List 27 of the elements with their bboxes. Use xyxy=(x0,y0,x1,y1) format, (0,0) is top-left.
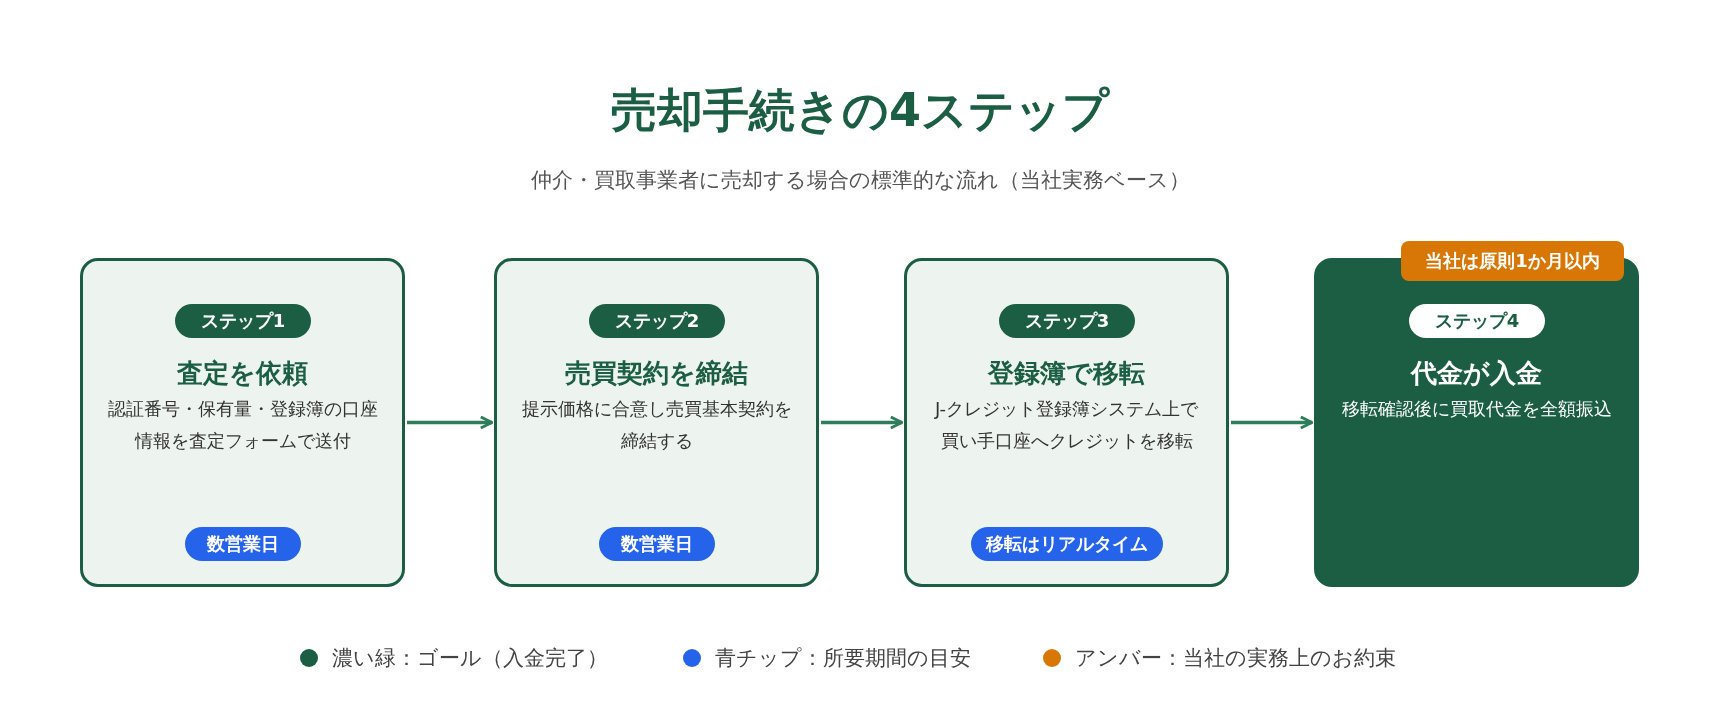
arrow xyxy=(821,415,904,430)
arrow xyxy=(407,415,494,430)
step-description: 移転確認後に買取代金を全額振込 xyxy=(1340,397,1613,421)
step-description: 認証番号・保有量・登録簿の口座情報を査定フォームで送付 xyxy=(106,397,379,453)
step-label: ステップ1 xyxy=(175,304,311,338)
step-label: ステップ4 xyxy=(1409,304,1545,338)
diagram-title: 売却手続きの4ステップ xyxy=(610,82,1111,139)
step-card xyxy=(904,258,1229,587)
step-heading: 登録簿で移転 xyxy=(986,357,1146,390)
legend-text: 青チップ：所要期間の目安 xyxy=(715,645,971,672)
step-label: ステップ2 xyxy=(589,304,725,338)
legend-text: 濃い緑：ゴール（入金完了） xyxy=(332,645,608,672)
step-description: 提示価格に合意し売買基本契約を締結する xyxy=(520,397,793,453)
arrow xyxy=(1231,415,1314,430)
duration-chip: 数営業日 xyxy=(185,527,301,561)
step-heading: 代金が入金 xyxy=(1409,357,1543,390)
step-heading: 売買契約を締結 xyxy=(564,357,749,390)
step-heading: 査定を依頼 xyxy=(176,357,309,390)
duration-chip: 数営業日 xyxy=(599,527,715,561)
commitment-tag: 当社は原則1か月以内 xyxy=(1401,241,1624,281)
step-card xyxy=(80,258,405,587)
diagram-subtitle: 仲介・買取事業者に売却する場合の標準的な流れ（当社実務ベース） xyxy=(529,167,1191,194)
step-description: J-クレジット登録簿システム上で買い手口座へクレジットを移転 xyxy=(933,397,1200,453)
legend-text: アンバー：当社の実務上のお約束 xyxy=(1075,645,1396,672)
step-label: ステップ3 xyxy=(999,304,1135,338)
duration-chip: 移転はリアルタイム xyxy=(971,527,1163,561)
step-card xyxy=(494,258,819,587)
